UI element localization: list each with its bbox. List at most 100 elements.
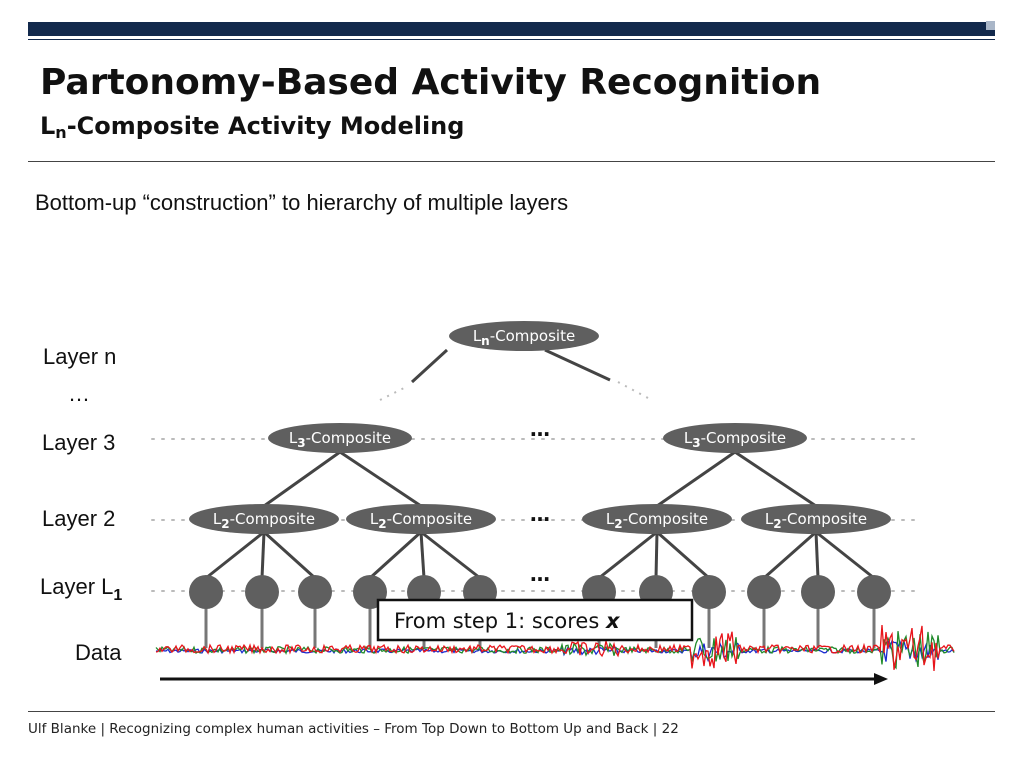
intro-text: Bottom-up “construction” to hierarchy of… <box>35 190 569 215</box>
hierarchy-edge <box>598 530 658 580</box>
node-label-rest: -Composite <box>782 510 867 528</box>
node-label-subscript: 2 <box>614 517 622 531</box>
layer-2-label: Layer 2 <box>42 506 115 531</box>
guide-line <box>617 381 649 399</box>
sensor-data-signal <box>155 624 955 672</box>
composite-node-label: L3-Composite <box>684 429 786 450</box>
corner-square <box>986 21 995 30</box>
composite-node-shape <box>268 423 412 453</box>
composite-node-shape <box>582 504 732 534</box>
slide-title: Partonomy-Based Activity Recognition <box>40 62 822 103</box>
composite-node-label: L2-Composite <box>765 510 867 531</box>
node-label-base: L <box>606 510 615 528</box>
l2-composite-node: L2-Composite <box>189 504 339 534</box>
hierarchy-edge <box>420 530 481 580</box>
layer-l1-node <box>692 575 726 609</box>
hierarchy-edge <box>814 531 820 579</box>
hierarchy-edge <box>763 530 817 580</box>
l3-composite-node: L3-Composite <box>268 423 412 453</box>
composite-node-label: L3-Composite <box>289 429 391 450</box>
layer-l1-label: Layer L1 <box>40 574 122 604</box>
node-label-rest: -Composite <box>387 510 472 528</box>
composite-node-shape <box>663 423 807 453</box>
composite-node-label: L2-Composite <box>370 510 472 531</box>
title-divider <box>28 161 995 162</box>
node-label-subscript: 3 <box>692 436 700 450</box>
node-label-base: L <box>765 510 774 528</box>
hierarchy-edge <box>656 450 736 508</box>
node-label-rest: -Composite <box>490 327 575 345</box>
composite-node-shape <box>346 504 496 534</box>
hierarchy-edge <box>260 531 266 579</box>
node-label-base: L <box>213 510 222 528</box>
subtitle-rest: -Composite Activity Modeling <box>66 112 465 140</box>
composite-node-label: L2-Composite <box>606 510 708 531</box>
node-label-rest: -Composite <box>230 510 315 528</box>
composite-node-shape <box>449 321 599 351</box>
footer-text: Ulf Blanke | Recognizing complex human a… <box>28 721 679 737</box>
layer-3-continuation: … <box>530 417 550 441</box>
hierarchy-edge <box>419 531 426 579</box>
node-label-rest: -Composite <box>623 510 708 528</box>
hierarchy-edge <box>544 348 611 382</box>
node-label-subscript: n <box>481 334 490 348</box>
time-arrow-head <box>874 673 888 685</box>
ln-composite-node: Ln-Composite <box>449 321 599 351</box>
layer-l1-node <box>245 575 279 609</box>
composite-node-shape <box>741 504 891 534</box>
hierarchy-edge <box>262 530 317 580</box>
l2-composite-node: L2-Composite <box>741 504 891 534</box>
header-rule <box>28 39 995 40</box>
layer-l1-subscript: 1 <box>113 587 122 604</box>
header-bar <box>28 22 995 36</box>
scores-callout-box <box>376 598 694 642</box>
layer-2-continuation: … <box>530 502 550 526</box>
hierarchy-edge <box>815 530 875 580</box>
l2-composite-node: L2-Composite <box>346 504 496 534</box>
slide-subtitle: Ln-Composite Activity Modeling <box>40 112 464 142</box>
layer-3-label: Layer 3 <box>42 430 115 455</box>
l2-composite-node: L2-Composite <box>582 504 732 534</box>
l3-composite-node: L3-Composite <box>663 423 807 453</box>
scores-callout-text: From step 1: scores x <box>394 609 621 633</box>
node-label-base: L <box>289 429 298 447</box>
node-label-subscript: 2 <box>773 517 781 531</box>
callout-label: From step 1: scores <box>394 609 606 633</box>
layer-l1-node <box>801 575 835 609</box>
layer-l1-node <box>857 575 891 609</box>
hierarchy-edge <box>410 348 449 384</box>
callout-variable: x <box>605 609 621 633</box>
node-label-subscript: 2 <box>378 517 386 531</box>
hierarchy-edge <box>654 531 659 579</box>
node-label-base: L <box>370 510 379 528</box>
node-label-base: L <box>684 429 693 447</box>
composite-node-label: L2-Composite <box>213 510 315 531</box>
layer-l1-continuation: … <box>530 562 550 586</box>
hierarchy-edge <box>263 450 341 508</box>
signal-trace <box>155 624 955 672</box>
subtitle-base: L <box>40 112 56 140</box>
layer-ellipsis-label: … <box>68 381 90 406</box>
subtitle-subscript: n <box>55 123 67 142</box>
hierarchy-edge <box>368 530 423 580</box>
node-label-subscript: 2 <box>221 517 229 531</box>
guide-line <box>379 385 409 401</box>
node-label-subscript: 3 <box>297 436 305 450</box>
layer-l1-node <box>298 575 332 609</box>
layer-n-label: Layer n <box>43 344 116 369</box>
composite-node-label: Ln-Composite <box>473 327 575 348</box>
hierarchy-edge <box>656 530 710 580</box>
node-label-base: L <box>473 327 482 345</box>
layer-l1-node <box>747 575 781 609</box>
composite-node-shape <box>189 504 339 534</box>
layer-l1-node <box>189 575 223 609</box>
hierarchy-edge <box>734 450 817 508</box>
node-label-rest: -Composite <box>701 429 786 447</box>
footer-divider <box>28 711 995 712</box>
hierarchy-edge <box>339 450 422 508</box>
layer-guides <box>151 381 921 592</box>
data-label: Data <box>75 640 122 665</box>
hierarchy-edge <box>205 530 265 580</box>
